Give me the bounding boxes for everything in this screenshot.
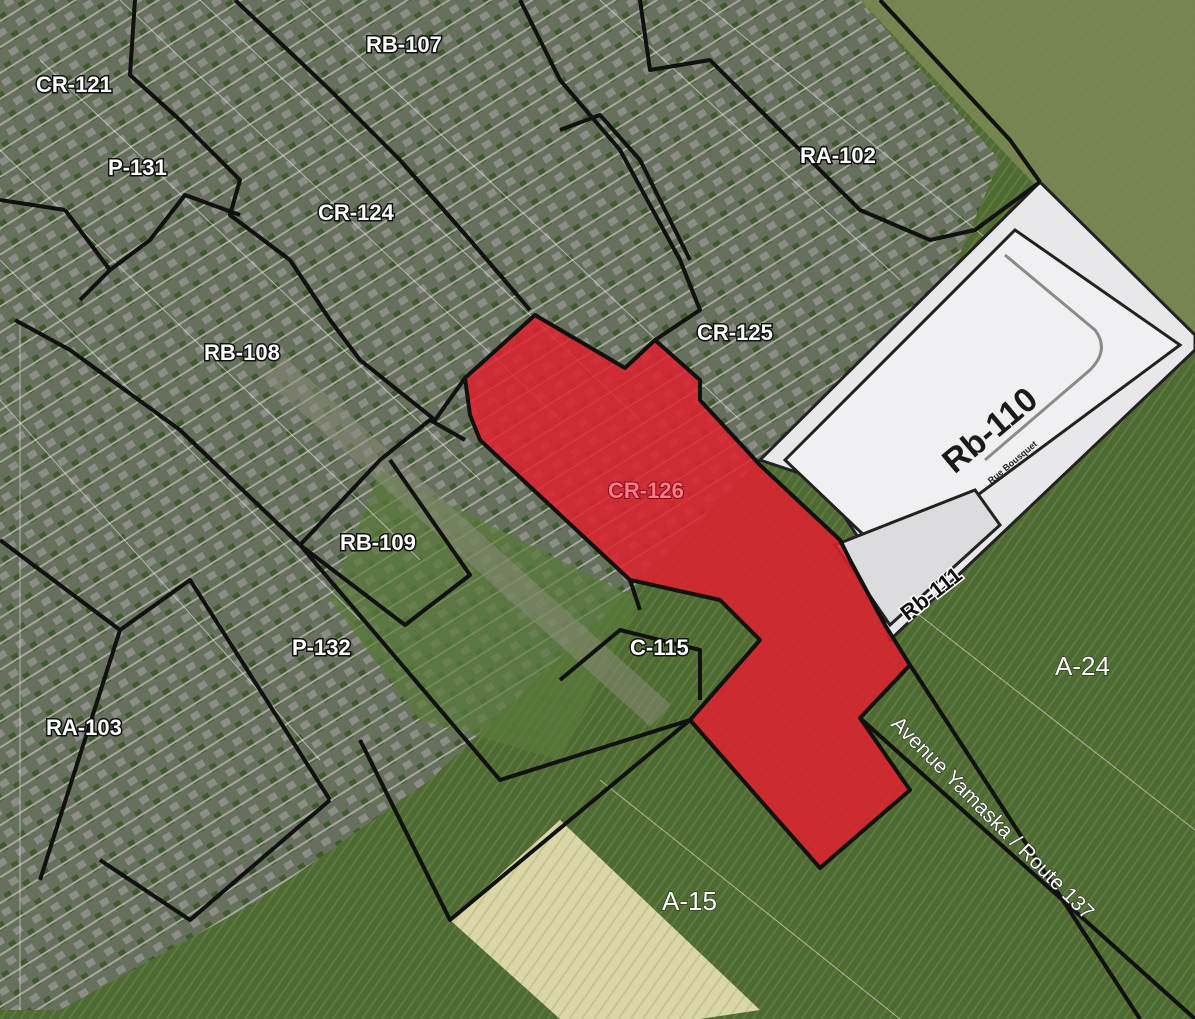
rue-bousquet-road — [984, 253, 1103, 462]
urban-area — [0, 0, 1000, 1010]
wheat-field — [450, 820, 760, 1019]
zone-label-cr-121: CR-121 — [36, 72, 112, 97]
zone-label-a-24: A-24 — [1055, 651, 1110, 681]
zone-label-ra-102: RA-102 — [800, 143, 876, 168]
zone-label-ra-103: RA-103 — [46, 715, 122, 740]
zone-label-p-131: P-131 — [108, 155, 167, 180]
zone-label-rb-109: RB-109 — [340, 530, 416, 555]
railway-strip — [264, 356, 671, 727]
rb110-block — [782, 228, 1183, 562]
grass-field-center — [330, 470, 640, 760]
zone-label-c-115: C-115 — [630, 635, 689, 660]
zone-label-p-132: P-132 — [292, 635, 351, 660]
zone-label-cr-125: CR-125 — [697, 320, 773, 345]
zone-label-rb-107: RB-107 — [366, 32, 442, 57]
zone-label-rb-108: RB-108 — [204, 340, 280, 365]
zone-label-cr-126: CR-126 — [608, 478, 684, 503]
zone-label-a-15: A-15 — [662, 886, 717, 916]
zone-label-cr-124: CR-124 — [318, 200, 395, 225]
